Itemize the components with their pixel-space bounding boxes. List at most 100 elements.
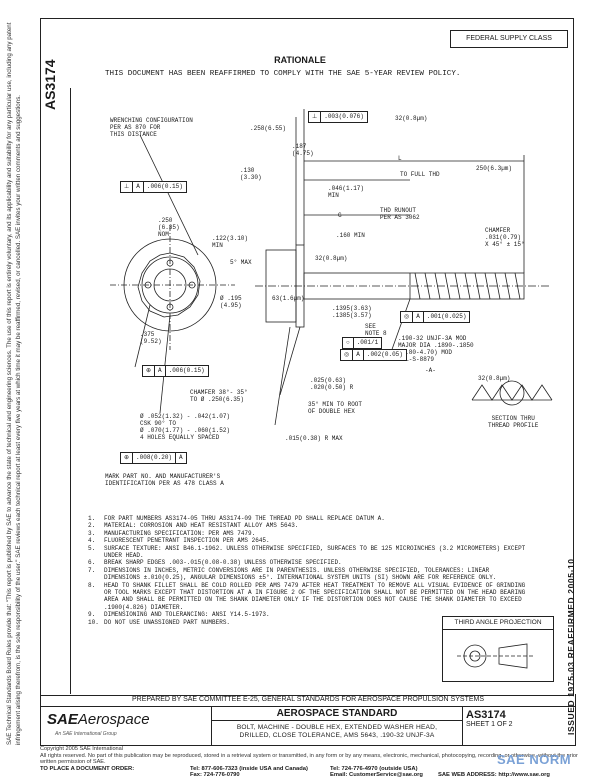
- note-text: DO NOT USE UNASSIGNED PART NUMBERS.: [104, 618, 231, 626]
- fcf-symbol: ⊥: [121, 182, 134, 192]
- note-number: 6.: [88, 559, 96, 567]
- label-mark: MARK PART NO. AND MANUFACTURER'S IDENTIF…: [105, 473, 224, 487]
- label-section-thread: SECTION THRU THREAD PROFILE: [488, 415, 539, 429]
- note-item: 8.HEAD TO SHANK FILLET SHALL BE COLD ROL…: [88, 582, 528, 612]
- label-see-note8: SEE NOTE 8: [365, 323, 387, 337]
- fcf-datum: A: [179, 454, 183, 461]
- double-hex-outline: [137, 252, 201, 318]
- note-text: SURFACE TEXTURE: ANSI B46.1-1962. UNLESS…: [104, 544, 526, 560]
- fcf-conc-2: ◎ A .002(0.05): [340, 349, 407, 361]
- fcf-straight: ○ .001/1: [342, 337, 383, 349]
- logo-aerospace: Aerospace: [77, 711, 150, 728]
- thread-detail-circle: [499, 380, 525, 406]
- web-address: SAE WEB ADDRESS: http://www.sae.org: [438, 772, 550, 778]
- label-d195: Ø .195 (4.95): [220, 295, 242, 309]
- label-g-dim: G: [338, 212, 342, 219]
- tel-inside: Tel: 877-606-7323 (inside USA and Canada…: [190, 766, 308, 772]
- label-min160: .160 MIN: [336, 232, 365, 239]
- drawing-frame: [40, 18, 574, 696]
- logo-wordmark: SAEAerospace: [47, 711, 150, 728]
- note-number: 7.: [88, 566, 96, 574]
- label-d052: Ø .052(1.32) - .042(1.07) CSK 90° TO Ø .…: [140, 413, 231, 441]
- fcf-perp-2: ⊥ A .006(0.15): [120, 181, 187, 193]
- watermark-sae: SAE: [497, 752, 526, 767]
- note-number: 1.: [88, 515, 96, 522]
- label-d250-nom: .250 (6.35) NOM: [158, 217, 180, 238]
- label-d375: .375 (9.52): [140, 331, 162, 345]
- label-roughness-32: 32(0.8µm): [395, 115, 428, 122]
- title-doc-number: AS3174: [466, 709, 506, 721]
- projection-symbol: [457, 643, 535, 669]
- label-d122: .122(3.10) MIN: [212, 235, 249, 249]
- footer-copyright: Copyright 2005 SAE International All rig…: [40, 746, 580, 766]
- description-line-1: BOLT, MACHINE - DOUBLE HEX, EXTENDED WAS…: [236, 724, 438, 731]
- fcf-tolerance: .003(0.076): [324, 113, 364, 120]
- label-thread-spec: .190-32 UNJF-3A MOD MAJOR DIA .1890-.185…: [398, 335, 474, 363]
- label-root-ref: 35° MIN TO ROOT OF DOUBLE HEX: [308, 401, 363, 415]
- rationale-title: RATIONALE: [274, 55, 326, 65]
- note-item: 3.MANUFACTURING SPECIFICATION: PER AMS 7…: [88, 530, 528, 537]
- prepared-by-bar: PREPARED BY SAE COMMITTEE E-25, GENERAL …: [40, 694, 576, 707]
- note-text: HEAD TO SHANK FILLET SHALL BE COLD ROLLE…: [104, 581, 526, 611]
- note-item: 6. BREAK SHARP EDGES .003-.015(0.08-0.38)…: [88, 559, 528, 566]
- watermark-norm: NORM: [529, 752, 572, 767]
- copyright-line: Copyright 2005 SAE International: [40, 746, 124, 752]
- label-roughness-32c: 32(0.8µm): [478, 375, 511, 382]
- note-item: 10.DO NOT USE UNASSIGNED PART NUMBERS.: [88, 619, 528, 626]
- fcf-tolerance: .002(0.05): [366, 351, 403, 358]
- logo-tagline: An SAE International Group: [55, 731, 117, 737]
- note-item: 9.DIMENSIONING AND TOLERANCING: ANSI Y14…: [88, 611, 528, 618]
- label-roughness-32b: 32(0.8µm): [315, 255, 348, 262]
- note-text: BREAK SHARP EDGES .003-.015(0.08-0.38) U…: [104, 559, 342, 567]
- fcf-datum: A: [133, 182, 144, 192]
- label-datum-a: -A-: [425, 367, 436, 374]
- title-block-right: AS3174 SHEET 1 OF 2: [466, 709, 571, 728]
- side-disclaimer: SAE Technical Standards Board Rules prov…: [6, 22, 22, 745]
- note-number: 2.: [88, 522, 96, 530]
- email: Email: CustomerService@sae.org: [330, 772, 423, 778]
- fcf-tolerance: .001(0.025): [426, 313, 467, 320]
- note-number: 3.: [88, 529, 96, 537]
- note-item: 4.FLUORESCENT PENETRANT INSPECTION PER A…: [88, 537, 528, 544]
- note-text: DIMENSIONING AND TOLERANCING: ANSI Y14.5…: [104, 611, 270, 619]
- label-chamfer: CHAMFER .031(0.79) X 45° ± 15°: [485, 227, 525, 248]
- note-text: DIMENSIONS IN INCHES, METRIC CONVERSIONS…: [104, 566, 497, 582]
- third-angle-title: THIRD ANGLE PROJECTION: [443, 617, 553, 630]
- fcf-tolerance: .006(0.15): [168, 367, 205, 374]
- label-5-max: 5° MAX: [230, 259, 252, 266]
- label-d187: .187 (4.75): [292, 143, 314, 157]
- drill-hole-1: [166, 259, 174, 267]
- label-wrenching: WRENCHING CONFIGURATION PER AS 870 FOR T…: [110, 117, 193, 138]
- fcf-tolerance: .001/1: [356, 339, 379, 346]
- title-block-center: AEROSPACE STANDARD BOLT, MACHINE - DOUBL…: [211, 707, 463, 745]
- fcf-pos-1: ⊕ A .006(0.15): [142, 365, 209, 377]
- rationale-text: THIS DOCUMENT HAS BEEN REAFFIRMED TO COM…: [105, 70, 461, 78]
- fcf-pos-2: ⊕ .008(0.20) A: [120, 452, 187, 464]
- thread-profile: [471, 384, 553, 401]
- logo-sae: SAE: [47, 711, 78, 728]
- part-description: BOLT, MACHINE - DOUBLE HEX, EXTENDED WAS…: [212, 721, 462, 740]
- fcf-datum: A: [353, 350, 364, 360]
- note-text: MATERIAL: CORROSION AND HEAT RESISTANT A…: [104, 522, 299, 530]
- third-angle-projection-box: THIRD ANGLE PROJECTION: [442, 616, 554, 682]
- note-item: 2. MATERIAL: CORROSION AND HEAT RESISTANT…: [88, 522, 528, 529]
- drill-hole-4: [188, 281, 196, 289]
- label-chamfer2: CHAMFER 38°- 35° TO Ø .250(6.35): [190, 389, 248, 403]
- fcf-tolerance: .006(0.15): [146, 183, 183, 190]
- label-thd-runout: THD RUNOUT PER AS 3062: [380, 207, 420, 221]
- title-block: SAEAerospace An SAE International Group …: [40, 707, 576, 746]
- label-d258: .258(6.55): [250, 125, 287, 132]
- fcf-symbol: ○: [343, 338, 354, 348]
- fcf-perp-1: ⊥ .003(0.076): [308, 111, 368, 123]
- fcf-datum: A: [155, 366, 166, 376]
- fcf-tolerance: .008(0.20): [133, 453, 177, 463]
- federal-supply-class-box: FEDERAL SUPPLY CLASS: [450, 30, 568, 48]
- drawing-svg: [110, 109, 553, 426]
- fcf-conc-1: ◎ A .001(0.025): [400, 311, 471, 323]
- engineering-drawing: WRENCHING CONFIGURATION PER AS 870 FOR T…: [80, 95, 570, 515]
- fcf-symbol: ◎: [401, 312, 414, 322]
- note-text: FLUORESCENT PENETRANT INSPECTION PER AMS…: [104, 537, 270, 545]
- label-d015: .015(0.38) R MAX: [285, 435, 343, 442]
- label-l-dim: L: [398, 155, 402, 162]
- fcf-symbol: ⊕: [143, 366, 156, 376]
